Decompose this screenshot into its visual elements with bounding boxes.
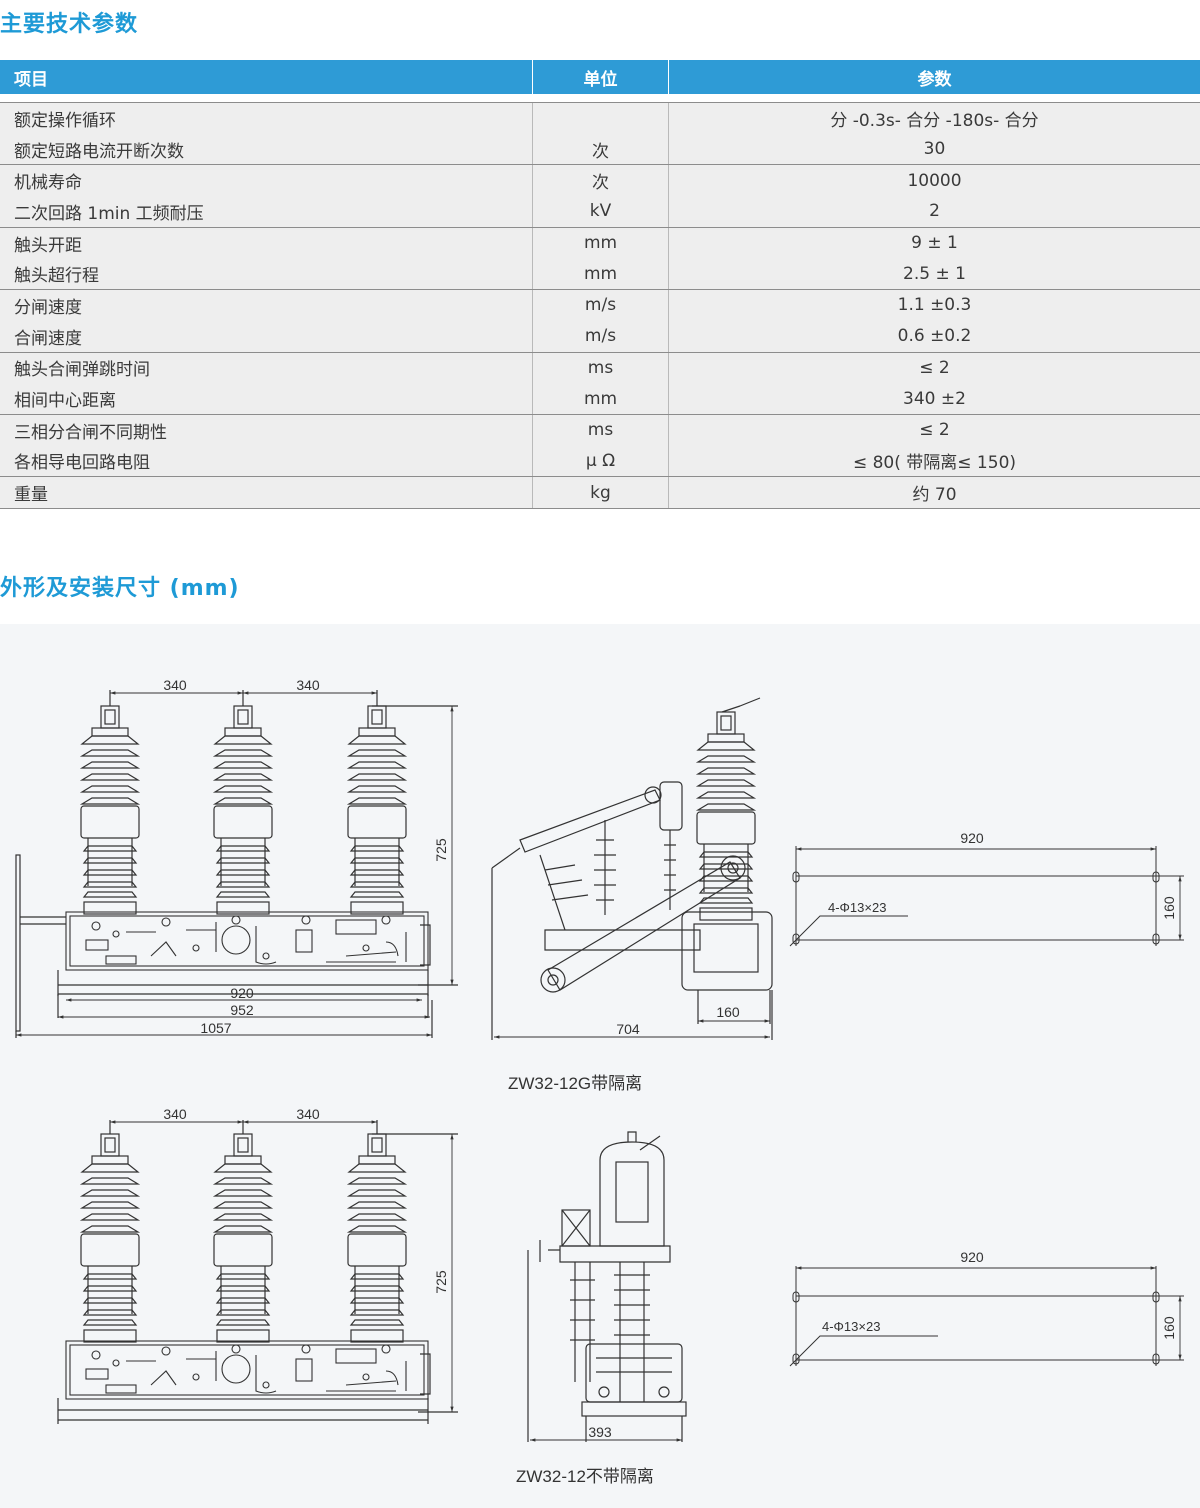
- dim-spacing-2: 340: [296, 677, 320, 693]
- plan-dim-920-bottom: 920: [960, 1249, 984, 1265]
- table-row: 各相导电回路电阻 μ Ω≤ 80( 带隔离≤ 150): [0, 445, 1200, 477]
- plan-view-bottom: 920 160 4-Φ13×23: [789, 1249, 1184, 1367]
- cell-unit: kg: [532, 477, 668, 508]
- cell-unit: m/s: [532, 320, 668, 352]
- header-value: 参数: [668, 60, 1200, 94]
- cell-item: 触头超行程: [14, 266, 99, 287]
- cell-unit: kV: [532, 196, 668, 227]
- cell-unit: mm: [532, 258, 668, 290]
- cell-item: 分闸速度: [14, 297, 82, 318]
- cell-item: 合闸速度: [14, 328, 82, 349]
- cell-unit: ms: [532, 414, 668, 446]
- plan-dim-160: 160: [1161, 896, 1177, 920]
- cell-unit: 次: [532, 165, 668, 197]
- table-row: 触头合闸弹跳时间 ms≤ 2: [0, 352, 1200, 384]
- dim-height: 725: [433, 838, 449, 862]
- cell-value: 10000: [668, 165, 1200, 197]
- cell-unit: μ Ω: [532, 445, 668, 477]
- cell-value: 340 ±2: [668, 383, 1200, 414]
- cell-unit: mm: [532, 383, 668, 414]
- side-view-bottom: 393: [527, 1131, 687, 1442]
- drawings-svg: 340 340 725 920 952 1057: [15, 677, 1184, 1442]
- section-title-parameters: 主要技术参数: [0, 12, 139, 37]
- cell-value: 1.1 ±0.3: [668, 290, 1200, 321]
- table-row: 额定操作循环 分 -0.3s- 合分 -180s- 合分: [0, 103, 1200, 134]
- cell-item: 三相分合闸不同期性: [14, 422, 167, 443]
- cell-value: 分 -0.3s- 合分 -180s- 合分: [668, 103, 1200, 134]
- cell-item: 机械寿命: [14, 173, 82, 194]
- cell-unit: 次: [532, 133, 668, 165]
- dimension-drawings: 340 340 725 920 952 1057: [0, 624, 1200, 1508]
- cell-item: 相间中心距离: [14, 391, 116, 412]
- plan-dim-920: 920: [960, 830, 984, 846]
- dim-spacing-1-bottom: 340: [163, 1106, 187, 1122]
- caption-with-isolator: ZW32-12G带隔离: [508, 1074, 643, 1093]
- cell-item: 各相导电回路电阻: [14, 453, 150, 474]
- dim-height-bottom: 725: [433, 1270, 449, 1294]
- cell-value: ≤ 2: [668, 352, 1200, 384]
- cell-value: 9 ± 1: [668, 227, 1200, 259]
- dim-704: 704: [616, 1021, 640, 1037]
- dim-920: 920: [230, 985, 254, 1001]
- section-title-dimensions: 外形及安装尺寸 (mm): [0, 576, 240, 601]
- cell-item: 重量: [14, 485, 48, 506]
- cell-value: 2: [668, 196, 1200, 227]
- dim-spacing-2-bottom: 340: [296, 1106, 320, 1122]
- hole-label: 4-Φ13×23: [828, 900, 886, 915]
- table-row-group: 三相分合闸不同期性 ms≤ 2 各相导电回路电阻 μ Ω≤ 80( 带隔离≤ 150): [0, 414, 1200, 478]
- table-row: 三相分合闸不同期性 ms≤ 2: [0, 414, 1200, 446]
- caption-without-isolator: ZW32-12不带隔离: [516, 1467, 654, 1486]
- front-view-top: 340 340 725 920 952 1057: [15, 677, 458, 1038]
- side-view-top: 704 160: [491, 697, 773, 1040]
- header-item: 项目: [14, 69, 48, 90]
- plan-view-top: 920 160 4-Φ13×23: [789, 830, 1184, 947]
- cell-unit: m/s: [532, 290, 668, 321]
- parameters-table: 项目 单位 参数 额定操作循环分 -0.3s- 合分 -180s- 合分额定短路…: [0, 60, 1200, 509]
- cell-item: 额定短路电流开断次数: [14, 141, 184, 162]
- front-view-bottom: 340 340 725: [57, 1106, 458, 1424]
- cell-item: 二次回路 1min 工频耐压: [14, 203, 204, 224]
- cell-unit: ms: [532, 352, 668, 384]
- cell-value: 30: [668, 133, 1200, 165]
- cell-value: ≤ 2: [668, 414, 1200, 446]
- dim-1057: 1057: [200, 1020, 231, 1036]
- cell-unit: [532, 103, 668, 134]
- cell-item: 触头开距: [14, 235, 82, 256]
- header-unit: 单位: [532, 60, 668, 94]
- cell-value: 约 70: [668, 477, 1200, 508]
- plan-dim-160-bottom: 160: [1161, 1316, 1177, 1340]
- cell-value: 0.6 ±0.2: [668, 320, 1200, 352]
- cell-item: 额定操作循环: [14, 110, 116, 131]
- cell-value: ≤ 80( 带隔离≤ 150): [668, 445, 1200, 477]
- cell-value: 2.5 ± 1: [668, 258, 1200, 290]
- hole-label-bottom: 4-Φ13×23: [822, 1319, 880, 1334]
- dim-952: 952: [230, 1002, 254, 1018]
- dim-393: 393: [588, 1424, 612, 1440]
- dim-side-160: 160: [716, 1004, 740, 1020]
- dim-spacing-1: 340: [163, 677, 187, 693]
- cell-unit: mm: [532, 227, 668, 259]
- table-header: 项目 单位 参数: [0, 60, 1200, 94]
- cell-item: 触头合闸弹跳时间: [14, 360, 150, 381]
